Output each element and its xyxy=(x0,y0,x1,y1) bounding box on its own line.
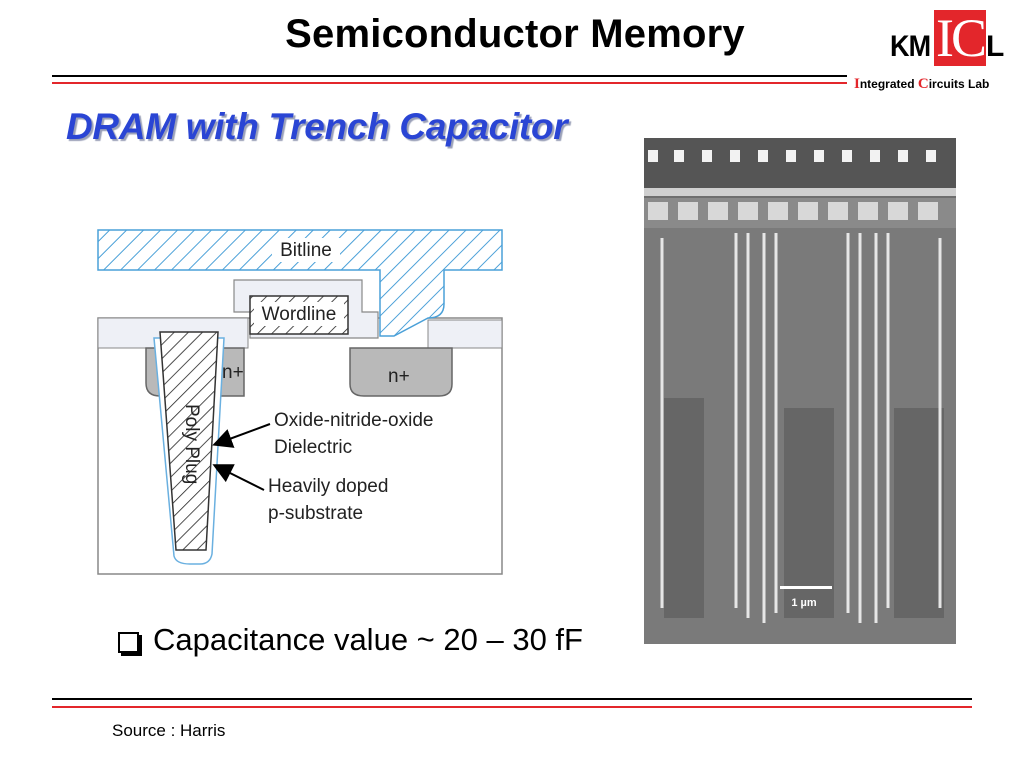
n-plus-label-right: n+ xyxy=(388,366,410,387)
trench-capacitor-diagram: Bitline Wordline n+ n+ Poly Plug Oxide-n… xyxy=(97,229,503,575)
wordline-label-bg xyxy=(254,302,344,326)
bitline-label: Bitline xyxy=(280,240,332,261)
oxide-layer-right xyxy=(427,319,503,349)
sem-micrograph: 1 µm xyxy=(644,138,956,644)
wordline-label: Wordline xyxy=(262,304,337,325)
bullet-item: Capacitance value ~ 20 – 30 fF xyxy=(118,622,583,658)
footer-rule-red xyxy=(52,706,972,708)
source-citation: Source : Harris xyxy=(112,721,226,740)
checkbox-bullet-icon xyxy=(118,631,139,653)
dielectric-label-2: Dielectric xyxy=(274,437,352,458)
logo-subtitle: Integrated Circuits Lab xyxy=(854,76,990,92)
logo-km-text: KM xyxy=(890,30,931,63)
substrate-label-2: p-substrate xyxy=(268,503,363,524)
slide-title: Semiconductor Memory xyxy=(285,12,745,56)
poly-plug-label: Poly Plug xyxy=(181,404,202,484)
poly-plug xyxy=(159,331,219,551)
logo-l-text: L xyxy=(986,30,1005,63)
footer-rule-black xyxy=(52,698,972,700)
bullet-text: Capacitance value ~ 20 – 30 fF xyxy=(153,622,583,657)
n-plus-region-right xyxy=(349,347,453,397)
header-rule-black xyxy=(52,75,847,77)
substrate-label-1: Heavily doped xyxy=(268,476,388,497)
header-rule-red xyxy=(52,82,847,84)
scale-bar-label: 1 µm xyxy=(791,597,817,609)
kmicl-logo: KM IC L Integrated Circuits Lab xyxy=(854,8,1010,94)
scale-bar xyxy=(780,586,832,589)
dielectric-arrow xyxy=(212,423,271,448)
dielectric-label-1: Oxide-nitride-oxide xyxy=(274,410,433,431)
logo-ic-block: IC xyxy=(934,8,987,68)
substrate-arrow xyxy=(212,464,265,491)
slide-subtitle: DRAM with Trench Capacitor xyxy=(66,106,568,147)
n-plus-label-left: n+ xyxy=(222,362,244,383)
bitline-label-bg xyxy=(272,238,340,262)
bitline xyxy=(97,229,503,337)
